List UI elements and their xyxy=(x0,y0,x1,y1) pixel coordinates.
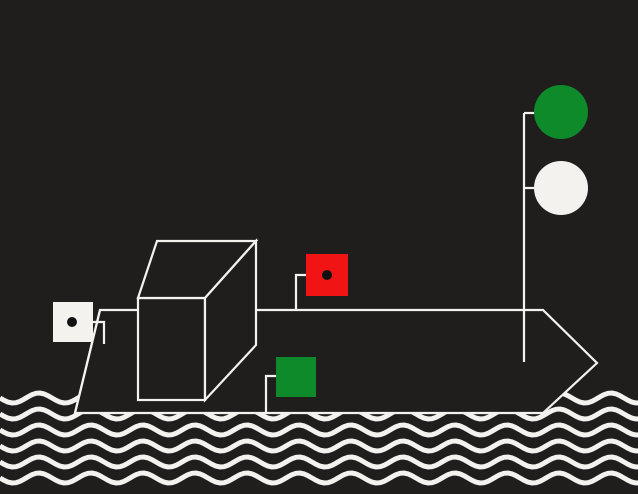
red-light-center-dot xyxy=(322,270,332,280)
masthead-white-light xyxy=(534,161,588,215)
green-side-light xyxy=(276,357,316,397)
cabin-front-face xyxy=(138,298,205,400)
stern-light-center-dot xyxy=(67,317,77,327)
masthead-green-light xyxy=(534,85,588,139)
